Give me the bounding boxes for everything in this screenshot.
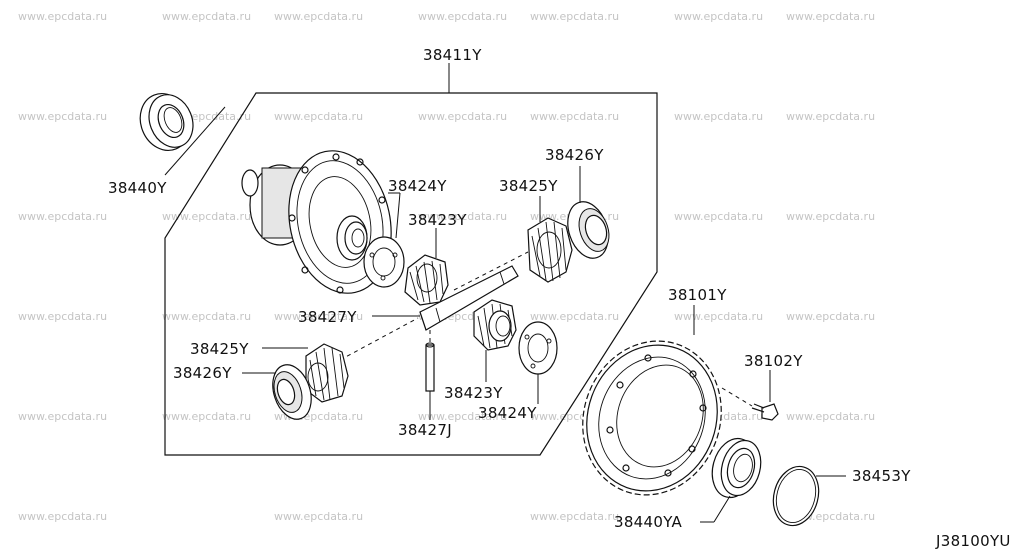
gear-upper-mid[interactable] bbox=[404, 254, 449, 306]
label-washer-upper-mid: 38424Y bbox=[388, 177, 447, 195]
ring-gear[interactable] bbox=[561, 321, 742, 514]
lock-pin[interactable] bbox=[425, 342, 435, 392]
watermark-text: www.epcdata.ru bbox=[530, 10, 619, 23]
washer-lower-mid[interactable] bbox=[518, 321, 558, 375]
label-washer-upper-right: 38426Y bbox=[545, 146, 604, 164]
watermark-text: www.epcdata.ru bbox=[674, 110, 763, 123]
watermark-text: www.epcdata.ru bbox=[674, 10, 763, 23]
watermark-text: www.epcdata.ru bbox=[274, 310, 363, 323]
washer-upper-mid[interactable] bbox=[363, 236, 405, 288]
label-washer-lower-mid: 38424Y bbox=[478, 404, 537, 422]
ring-gear-bolt[interactable] bbox=[751, 403, 779, 421]
watermark-text: www.epcdata.ru bbox=[162, 10, 251, 23]
label-gear-upper-right: 38425Y bbox=[499, 177, 558, 195]
washer-upper-right[interactable] bbox=[561, 197, 615, 264]
gear-upper-right[interactable] bbox=[527, 217, 573, 283]
gear-lower-mid[interactable] bbox=[473, 299, 517, 351]
watermark-text: www.epcdata.ru bbox=[18, 110, 107, 123]
label-bolt: 38102Y bbox=[744, 352, 803, 370]
pinion-shaft[interactable] bbox=[419, 265, 519, 331]
label-assembly: 38411Y bbox=[423, 46, 482, 64]
label-ring-gear: 38101Y bbox=[668, 286, 727, 304]
watermark-text: www.epcdata.ru bbox=[786, 210, 875, 223]
label-gear-lower-left: 38425Y bbox=[190, 340, 249, 358]
watermark-text: www.epcdata.ru bbox=[786, 310, 875, 323]
watermark-text: www.epcdata.ru bbox=[18, 210, 107, 223]
watermark-text: www.epcdata.ru bbox=[274, 110, 363, 123]
label-gear-upper-mid: 38423Y bbox=[408, 211, 467, 229]
watermark-text: www.epcdata.ru bbox=[786, 410, 875, 423]
watermark-text: www.epcdata.ru bbox=[274, 10, 363, 23]
assembly-frame bbox=[164, 92, 658, 456]
watermark-layer: www.epcdata.ru www.epcdata.ru www.epcdata.… bbox=[18, 10, 875, 523]
bearing-right[interactable] bbox=[706, 434, 767, 503]
watermark-text: www.epcdata.ru bbox=[418, 410, 507, 423]
watermark-text: www.epcdata.ru bbox=[162, 310, 251, 323]
gear-lower-left[interactable] bbox=[305, 343, 349, 403]
watermark-text: www.epcdata.ru bbox=[530, 510, 619, 523]
watermark-text: www.epcdata.ru bbox=[18, 10, 107, 23]
watermark-text: www.epcdata.ru bbox=[18, 410, 107, 423]
watermark-text: www.epcdata.ru bbox=[674, 310, 763, 323]
watermark-text: www.epcdata.ru bbox=[786, 10, 875, 23]
washer-lower-left[interactable] bbox=[266, 360, 318, 424]
label-shaft: 38427Y bbox=[298, 308, 357, 326]
differential-case[interactable] bbox=[241, 141, 404, 303]
watermark-text: www.epcdata.ru bbox=[786, 110, 875, 123]
watermark-text: www.epcdata.ru bbox=[418, 110, 507, 123]
watermark-text: www.epcdata.ru bbox=[674, 210, 763, 223]
watermark-text: www.epcdata.ru bbox=[18, 310, 107, 323]
watermark-text: www.epcdata.ru bbox=[18, 510, 107, 523]
label-bearing-left: 38440Y bbox=[108, 179, 167, 197]
watermark-text: www.epcdata.ru bbox=[274, 510, 363, 523]
label-gear-lower-mid: 38423Y bbox=[444, 384, 503, 402]
diagram-code: J38100YU bbox=[935, 532, 1011, 550]
bearing-left[interactable] bbox=[132, 86, 201, 158]
label-bearing-right: 38440YA bbox=[614, 513, 683, 531]
label-seal-ring: 38453Y bbox=[852, 467, 911, 485]
watermark-text: www.epcdata.ru bbox=[530, 110, 619, 123]
watermark-text: www.epcdata.ru bbox=[530, 310, 619, 323]
label-washer-lower-left: 38426Y bbox=[173, 364, 232, 382]
watermark-text: www.epcdata.ru bbox=[162, 410, 251, 423]
watermark-text: www.epcdata.ru bbox=[418, 10, 507, 23]
label-pin: 38427J bbox=[398, 421, 452, 439]
watermark-text: www.epcdata.ru bbox=[418, 210, 507, 223]
watermark-text: www.epcdata.ru bbox=[162, 210, 251, 223]
seal-ring[interactable] bbox=[767, 461, 825, 530]
